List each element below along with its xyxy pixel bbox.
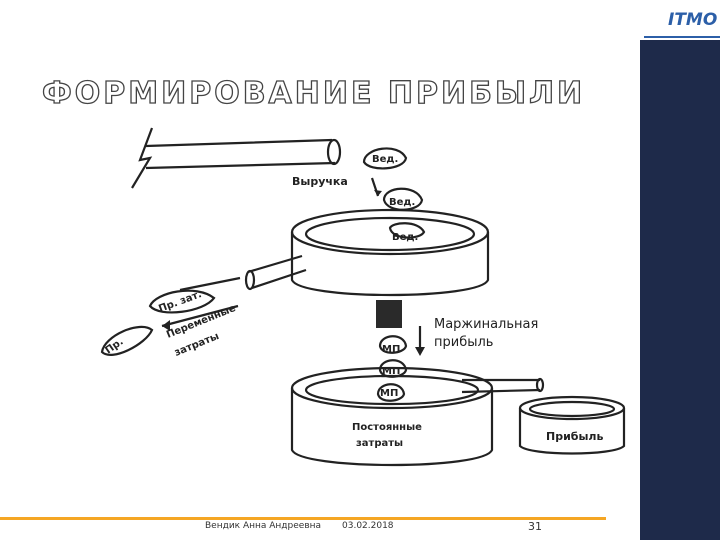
mp-label-3: МП xyxy=(380,388,398,399)
marginal-profit-label-1: Маржинальная xyxy=(434,317,538,332)
fixed-costs-label-2: затраты xyxy=(356,438,403,449)
footer-page-number: 31 xyxy=(528,520,542,533)
profit-label: Прибыль xyxy=(546,430,603,443)
lower-vessel: Постоянные затраты xyxy=(292,368,492,465)
fixed-costs-label-1: Постоянные xyxy=(352,422,422,433)
footer-author: Вендик Анна Андреевна xyxy=(205,521,321,531)
drop-label-3: Вед. xyxy=(392,232,418,243)
upper-vessel xyxy=(292,210,488,295)
drop-label-1: Вед. xyxy=(372,154,398,165)
profit-vessel: Прибыль xyxy=(520,397,624,454)
footer-date: 03.02.2018 xyxy=(342,521,394,531)
mp-label-1: МП xyxy=(382,344,400,355)
revenue-label: Выручка xyxy=(292,175,348,188)
revenue-pipe: Выручка xyxy=(132,128,348,188)
marginal-profit-label-2: прибыль xyxy=(434,335,493,350)
revenue-drops: Вед. Вед. Вед. xyxy=(364,148,424,243)
variable-costs-pipe: Переменные затраты Пр. зат. Пр. xyxy=(102,256,306,359)
upper-tap: Маржинальная прибыль xyxy=(376,300,538,356)
drop-label-2: Вед. xyxy=(389,197,415,208)
footer-rule xyxy=(0,517,606,520)
